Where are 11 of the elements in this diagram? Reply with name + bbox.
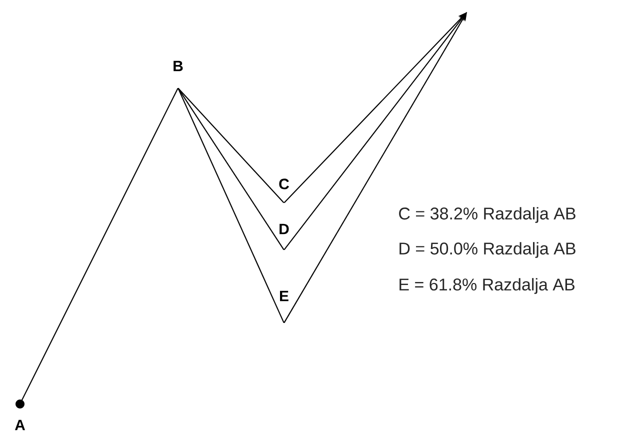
point-label: B [174, 60, 183, 72]
ratio-text: D = 50.0% Razdalja AB [400, 242, 576, 258]
line [178, 88, 284, 250]
line [178, 88, 284, 204]
ratio-text: C = 38.2% Razdalja AB [399, 207, 576, 223]
point-label: A [14, 420, 26, 430]
point-label: D [280, 224, 289, 234]
point-label: E [280, 290, 288, 302]
point-label: C [279, 178, 289, 190]
ratio-text: E = 61.8% Razdalja AB [400, 278, 574, 294]
line [178, 88, 284, 324]
